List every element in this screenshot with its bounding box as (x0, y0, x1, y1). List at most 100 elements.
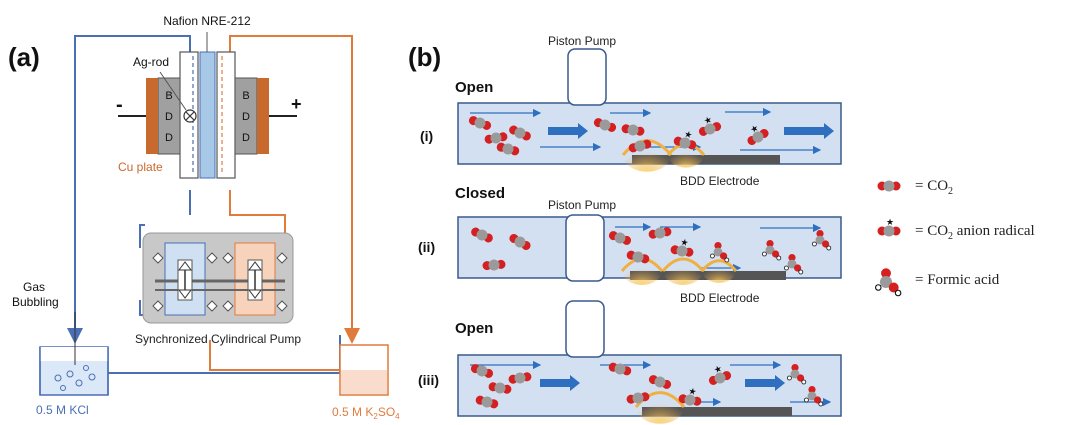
co2-molecule-icon (608, 231, 632, 245)
bulk-flow-arrow (540, 375, 580, 391)
panel-b-label: (b) (408, 42, 441, 72)
co2-radical-icon: ★ (698, 114, 722, 136)
stage-ii-electrode-label: BDD Electrode (680, 291, 760, 305)
reaction-glow (668, 142, 704, 168)
kcl-beaker (39, 312, 109, 396)
left-bdd-letter-2: D (165, 111, 173, 123)
panel-b: (b) Open Piston Pump (i) BDD Electrode C… (408, 34, 842, 424)
pump-left-piston-arrow (177, 259, 193, 301)
co2-molecule-icon (508, 372, 532, 384)
stage-i-roman: (i) (420, 128, 433, 144)
legend-co2: = CO2 (915, 178, 953, 197)
k2so4-beaker (339, 344, 389, 396)
left-cu-plate (146, 78, 158, 154)
formic-acid-icon (803, 386, 824, 407)
minus-sign: - (116, 94, 123, 116)
left-bdd-letter-1: B (165, 90, 172, 102)
co2-radical-icon: ★ (673, 129, 697, 150)
right-bdd-letter-1: B (242, 90, 249, 102)
right-bdd-letter-3: D (242, 132, 250, 144)
legend-formic: = Formic acid (915, 272, 1000, 288)
formic-acid-icon (709, 242, 730, 263)
stage-i-state: Open (455, 79, 493, 96)
reaction-glow (663, 257, 703, 285)
co2-molecule-icon (468, 116, 492, 130)
k2so4-sub2: 4 (395, 412, 400, 421)
formic-acid-icon (761, 240, 782, 261)
formic-acid-icon (786, 364, 807, 385)
co2-molecule-icon (626, 392, 650, 404)
svg-text:★: ★ (748, 122, 760, 135)
co2-molecule-icon (877, 180, 901, 192)
svg-text:★: ★ (702, 114, 713, 126)
co2-molecule-icon (608, 362, 632, 376)
stage-ii-roman: (ii) (418, 239, 435, 255)
stage-iii-piston (565, 300, 605, 358)
co2-radical-icon: ★ (708, 363, 732, 385)
co2-molecule-icon (648, 375, 672, 389)
legend-icons: ★ (874, 180, 902, 297)
ag-rod-label: Ag-rod (133, 55, 169, 69)
stage-ii-state: Closed (455, 185, 505, 202)
nafion-membrane (199, 51, 216, 179)
legend-radical-suffix: anion radical (953, 223, 1035, 239)
gas-bubbling-line2: Bubbling (12, 295, 59, 309)
legend-co2-prefix: = CO (915, 178, 948, 194)
right-bdd-letter-2: D (242, 111, 250, 123)
kcl-label: 0.5 M KCl (36, 403, 89, 417)
pump-caption: Synchronized Cylindrical Pump (135, 332, 301, 346)
bulk-flow-arrow (548, 123, 588, 139)
co2-molecule-icon (470, 364, 494, 378)
bulk-flow-arrow (745, 375, 785, 391)
legend: ★ = CO2 = CO2 anion radical = Formic aci… (874, 178, 1035, 297)
electrochemical-cell: B D D B D D (118, 32, 297, 179)
reaction-arc (661, 257, 705, 272)
svg-text:★: ★ (886, 217, 894, 227)
co2-molecule-icon (648, 227, 672, 239)
right-chamber (216, 51, 236, 179)
co2-molecule-icon (475, 395, 499, 409)
left-bdd-letter-3: D (165, 132, 173, 144)
co2-molecule-icon (593, 118, 617, 132)
co2-molecule-icon (484, 132, 508, 144)
reaction-glow (622, 257, 662, 285)
cu-plate-label: Cu plate (118, 160, 163, 174)
co2-molecule-icon (628, 139, 652, 153)
nafion-label: Nafion NRE-212 (163, 14, 251, 28)
co2-molecule-icon (509, 234, 531, 250)
co2-radical-icon: ★ (747, 122, 769, 145)
k2so4-prefix: 0.5 M K (332, 405, 373, 419)
co2-radical-icon: ★ (678, 386, 702, 406)
stage-iii-state: Open (455, 320, 493, 337)
formic-acid-icon (874, 268, 902, 297)
co2-molecule-icon (488, 382, 512, 394)
right-cu-plate (257, 78, 269, 154)
stage-i-electrode (632, 155, 780, 164)
legend-co2-sub: 2 (948, 186, 953, 197)
co2-molecule-icon (471, 227, 493, 243)
flow-arrows-layer (470, 107, 834, 407)
stage-i-electrode-label: BDD Electrode (680, 174, 760, 188)
bulk-flow-arrow (784, 123, 834, 139)
co2-molecule-icon (496, 142, 520, 156)
stage-iii-electrode (642, 407, 792, 416)
gas-bubbling-line1: Gas (23, 280, 45, 294)
co2-molecule-icon (626, 250, 650, 264)
legend-radical-prefix: = CO (915, 223, 948, 239)
k2so4-mid: SO (378, 405, 395, 419)
stage-i-pump-label: Piston Pump (548, 34, 616, 48)
stage-ii: Closed Piston Pump (ii) BDD Electrode (418, 185, 842, 305)
reaction-arc (700, 259, 738, 272)
k2so4-label: 0.5 M K2SO4 (332, 405, 400, 421)
co2-molecule-icon (621, 124, 645, 136)
synchronized-pump (142, 232, 294, 324)
legend-radical-sub: 2 (948, 231, 953, 242)
stage-i-piston (567, 48, 607, 106)
formic-acid-icon (811, 230, 832, 251)
molecules-layer: ★★★★★★ (468, 114, 832, 409)
formic-acid-icon (783, 254, 804, 275)
plus-sign: + (291, 94, 302, 114)
svg-text:★: ★ (688, 386, 698, 397)
co2-radical-icon: ★ (877, 217, 901, 237)
